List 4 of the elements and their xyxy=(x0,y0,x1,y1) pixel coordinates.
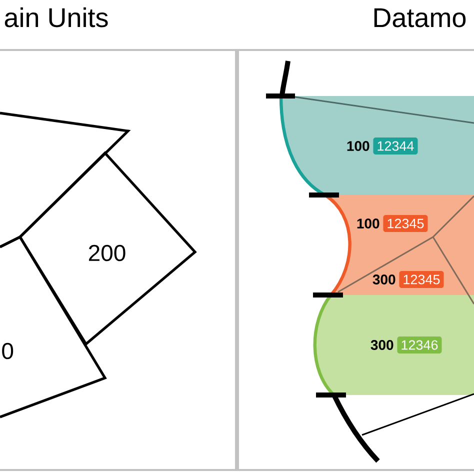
id-badge: 12346 xyxy=(397,336,442,354)
id-badge: 12345 xyxy=(399,271,444,288)
id-badge: 12344 xyxy=(373,138,418,154)
id-badge: 12345 xyxy=(383,215,428,232)
